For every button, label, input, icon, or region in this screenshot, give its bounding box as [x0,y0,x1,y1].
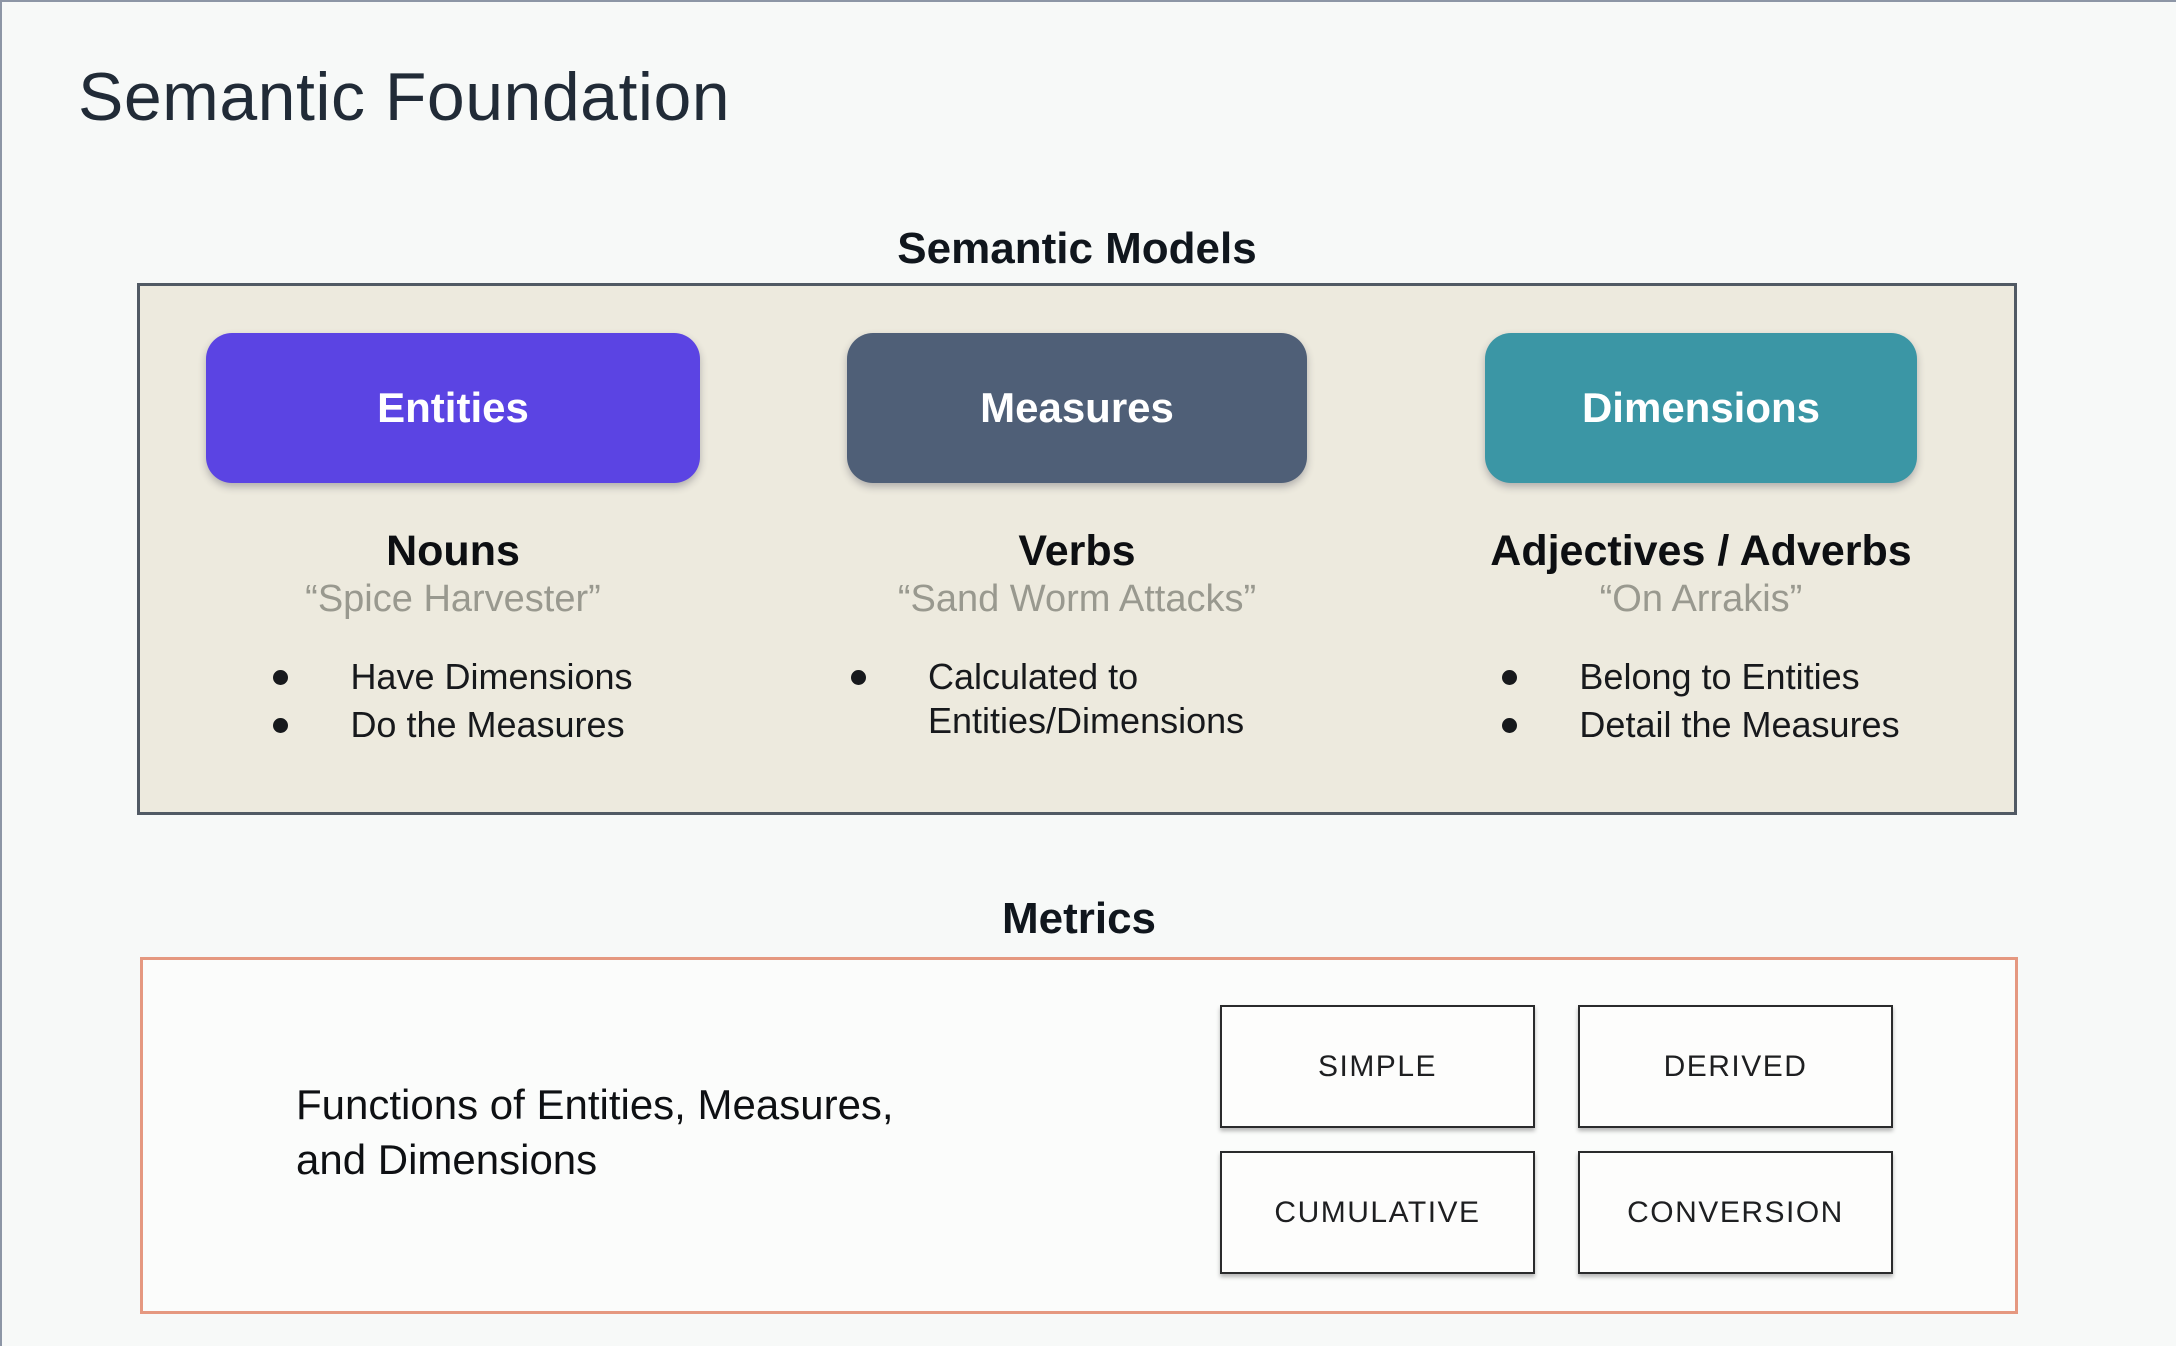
measures-pill: Measures [847,333,1307,483]
semantic-models-panel: Entities Nouns “Spice Harvester” Have Di… [137,283,2017,815]
bullet-label: Detail the Measures [1579,704,1900,746]
metrics-heading: Metrics [1001,894,1157,943]
metric-box-cumulative: CUMULATIVE [1220,1151,1535,1274]
bullet-icon [1502,670,1518,686]
measures-quote: “Sand Worm Attacks” [897,578,1257,621]
list-item: Have Dimensions [273,655,633,699]
metric-box-simple: SIMPLE [1220,1005,1535,1128]
list-item: Belong to Entities [1502,655,1899,699]
bullet-icon [273,718,289,734]
measures-pill-label: Measures [980,384,1174,431]
entities-bullet-list: Have Dimensions Do the Measures [273,655,633,747]
entities-subtitle: Nouns [386,527,520,575]
bullet-label: Belong to Entities [1579,656,1860,698]
metrics-panel: Functions of Entities, Measures, and Dim… [140,957,2018,1314]
bullet-label: Do the Measures [350,704,625,746]
measures-subtitle: Verbs [1018,527,1136,575]
semantic-models-heading: Semantic Models [897,224,1257,273]
dimensions-pill-label: Dimensions [1581,384,1821,431]
entities-column: Entities Nouns “Spice Harvester” Have Di… [141,286,765,812]
list-item: Do the Measures [273,703,632,747]
bullet-label: Have Dimensions [350,656,633,698]
dimensions-subtitle: Adjectives / Adverbs [1490,527,1912,575]
entities-quote: “Spice Harvester” [305,578,601,621]
metric-box-conversion: CONVERSION [1578,1151,1893,1274]
entities-pill-label: Entities [377,384,529,431]
dimensions-quote: “On Arrakis” [1599,578,1803,621]
list-item: Detail the Measures [1502,703,1900,747]
dimensions-column: Dimensions Adjectives / Adverbs “On Arra… [1389,286,2013,812]
entities-pill: Entities [206,333,700,483]
list-item: Calculated to Entities/Dimensions [851,655,1303,743]
metrics-description: Functions of Entities, Measures, and Dim… [296,1081,894,1183]
bullet-icon [851,670,866,686]
dimensions-bullet-list: Belong to Entities Detail the Measures [1502,655,1900,747]
bullet-icon [273,670,289,686]
page-title: Semantic Foundation [78,59,731,135]
metric-box-derived: DERIVED [1578,1005,1893,1128]
metric-types-grid: SIMPLE DERIVED CUMULATIVE CONVERSION [1220,1005,1893,1274]
dimensions-pill: Dimensions [1485,333,1917,483]
bullet-icon [1502,718,1518,734]
bullet-label: Calculated to Entities/Dimensions [928,656,1245,742]
measures-bullet-list: Calculated to Entities/Dimensions [851,655,1303,743]
measures-column: Measures Verbs “Sand Worm Attacks” Calcu… [765,286,1389,812]
